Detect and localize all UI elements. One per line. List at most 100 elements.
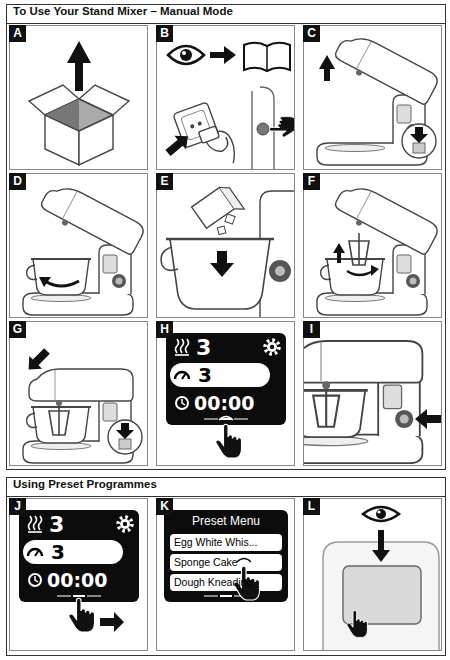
unbox-illustration — [45, 115, 79, 165]
menu-button: Egg White Whis... — [170, 534, 282, 551]
screen-icons — [175, 372, 189, 379]
tapping-hand — [216, 417, 242, 459]
fit-bowl-illustration — [23, 179, 146, 315]
read-and-plug-illustration — [266, 46, 268, 71]
read-and-plug-illustration — [190, 124, 195, 129]
read-and-plug-illustration — [197, 121, 202, 126]
swiping-hand — [100, 612, 124, 632]
read-and-plug-illustration — [182, 51, 186, 55]
fit-bowl-illustration — [45, 281, 79, 286]
screen-icons — [182, 373, 186, 379]
screen-icons — [35, 550, 39, 556]
menu-button: Dough Kneading — [170, 574, 282, 591]
fit-bowl-illustration — [27, 259, 91, 295]
step-panel: G — [9, 321, 148, 466]
read-and-plug-illustration — [162, 43, 296, 171]
screen-icons — [220, 418, 232, 420]
unbox-illustration — [79, 115, 113, 165]
fit-beater-illustration — [317, 179, 440, 315]
start-dial-illustration — [287, 341, 422, 389]
fit-beater-illustration — [331, 179, 440, 260]
screen-icons — [28, 549, 42, 556]
screen-number: 3 — [49, 511, 64, 539]
tilt-head-illustration — [402, 124, 436, 158]
display-check-illustration — [372, 530, 390, 562]
screen-icons — [118, 517, 132, 531]
screen-icons — [120, 519, 130, 529]
screen-icons — [267, 342, 277, 352]
add-ingredients-illustration — [166, 238, 274, 241]
lower-head-illustration — [22, 345, 53, 376]
step-panel: F — [303, 173, 442, 318]
screen-page-dots — [204, 596, 248, 597]
screen-page-dots — [220, 595, 232, 597]
tilt-head-illustration — [410, 127, 428, 143]
swiping-hand — [69, 598, 95, 632]
step-letter: B — [156, 25, 173, 42]
read-and-plug-illustration — [206, 135, 230, 155]
step-letter: D — [9, 173, 26, 190]
step-panel: A — [9, 25, 148, 170]
menu-item: Egg White Whis... — [174, 534, 257, 551]
lower-head-illustration — [49, 403, 69, 435]
start-dial-illustration — [313, 385, 339, 427]
step-letter: C — [303, 25, 320, 42]
tilt-head-illustration — [317, 29, 440, 165]
fit-beater-illustration — [317, 179, 440, 315]
section-title: Using Preset Programmes — [7, 478, 445, 497]
mixer-screen: 3 00:00 3 — [19, 510, 139, 602]
screen-icons — [175, 339, 279, 419]
fit-bowl-illustration — [39, 277, 51, 287]
screen-icons — [176, 397, 188, 409]
add-ingredients-illustration — [217, 226, 226, 235]
screen-icons — [28, 516, 132, 596]
step-panel: J300:003 — [9, 498, 148, 651]
tapping-hand — [216, 424, 242, 458]
step-letter: G — [9, 321, 26, 338]
fit-beater-illustration — [347, 271, 373, 275]
step-panel: L — [303, 498, 442, 651]
lower-head-illustration — [108, 420, 142, 454]
screen-icons — [73, 595, 85, 597]
screen-icons — [175, 354, 189, 356]
fit-bowl-illustration — [37, 179, 146, 260]
screen-icons — [87, 595, 101, 597]
read-and-plug-illustration — [210, 46, 236, 64]
fit-bowl-illustration — [23, 245, 133, 315]
section-title: To Use Your Stand Mixer – Manual Mode — [7, 5, 445, 24]
step-panel: I — [303, 321, 442, 466]
screen-icons — [28, 531, 42, 533]
fit-beater-illustration — [333, 243, 345, 263]
lower-head-illustration — [119, 439, 131, 449]
add-ingredients-illustration — [170, 239, 270, 309]
step-panel: KPreset MenuEgg White Whis...Sponge Cake… — [156, 498, 295, 651]
section-band: To Use Your Stand Mixer – Manual ModeAB C… — [6, 4, 446, 470]
screen-page-dots — [234, 595, 248, 597]
read-and-plug-illustration — [198, 122, 239, 170]
screen-number: 3 — [196, 334, 211, 362]
lower-head-illustration — [116, 423, 134, 439]
mixer-screen: Preset MenuEgg White Whis...Sponge CakeD… — [164, 510, 288, 602]
screen-page-dots — [204, 595, 218, 597]
add-ingredients-illustration — [269, 260, 291, 282]
read-and-plug-illustration — [244, 43, 290, 71]
screen-icons — [265, 340, 279, 354]
lower-head-illustration — [29, 369, 133, 406]
read-and-plug-illustration — [168, 46, 204, 64]
screen-icons — [29, 574, 41, 586]
read-and-plug-illustration — [269, 117, 296, 138]
screen-icons — [176, 339, 189, 353]
unbox-illustration — [29, 41, 129, 165]
add-ingredients-illustration — [275, 266, 285, 276]
read-and-plug-illustration — [162, 129, 193, 160]
tapping-hand — [234, 559, 260, 601]
add-ingredients-illustration — [161, 247, 178, 270]
display-check-illustration — [363, 507, 399, 521]
pill-number: 3 — [51, 540, 65, 564]
menu-title: Preset Menu — [164, 514, 288, 528]
screen-time: 00:00 — [47, 568, 107, 592]
read-and-plug-illustration — [257, 123, 269, 135]
display-check-illustration — [323, 507, 439, 651]
step-letter: L — [303, 498, 320, 515]
step-panel: H300:003 — [156, 321, 295, 466]
